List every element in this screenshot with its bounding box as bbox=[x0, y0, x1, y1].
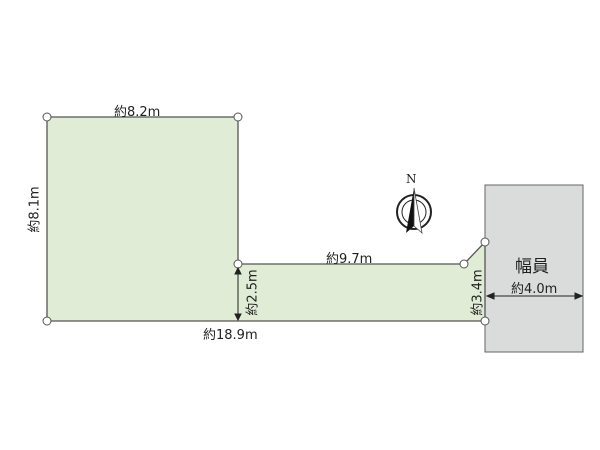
step-dimension-arrow bbox=[234, 266, 242, 322]
dimension-middle: 約9.7m bbox=[326, 252, 373, 267]
dimension-bottom: 約18.9m bbox=[203, 328, 258, 343]
road-area bbox=[484, 184, 584, 353]
dimension-left: 約8.1m bbox=[27, 186, 43, 233]
dimension-right: 約3.4m bbox=[470, 269, 486, 316]
compass-north-label: N bbox=[406, 172, 417, 186]
dimension-step: 約2.5m bbox=[245, 269, 261, 316]
road-width-arrow bbox=[485, 292, 584, 300]
road-label: 幅員 bbox=[515, 257, 549, 277]
lot-shape bbox=[46, 116, 486, 322]
corner-markers bbox=[42, 112, 490, 326]
road-width: 約4.0m bbox=[511, 282, 558, 297]
dimension-top-left: 約8.2m bbox=[114, 105, 161, 120]
compass-icon bbox=[396, 187, 432, 235]
